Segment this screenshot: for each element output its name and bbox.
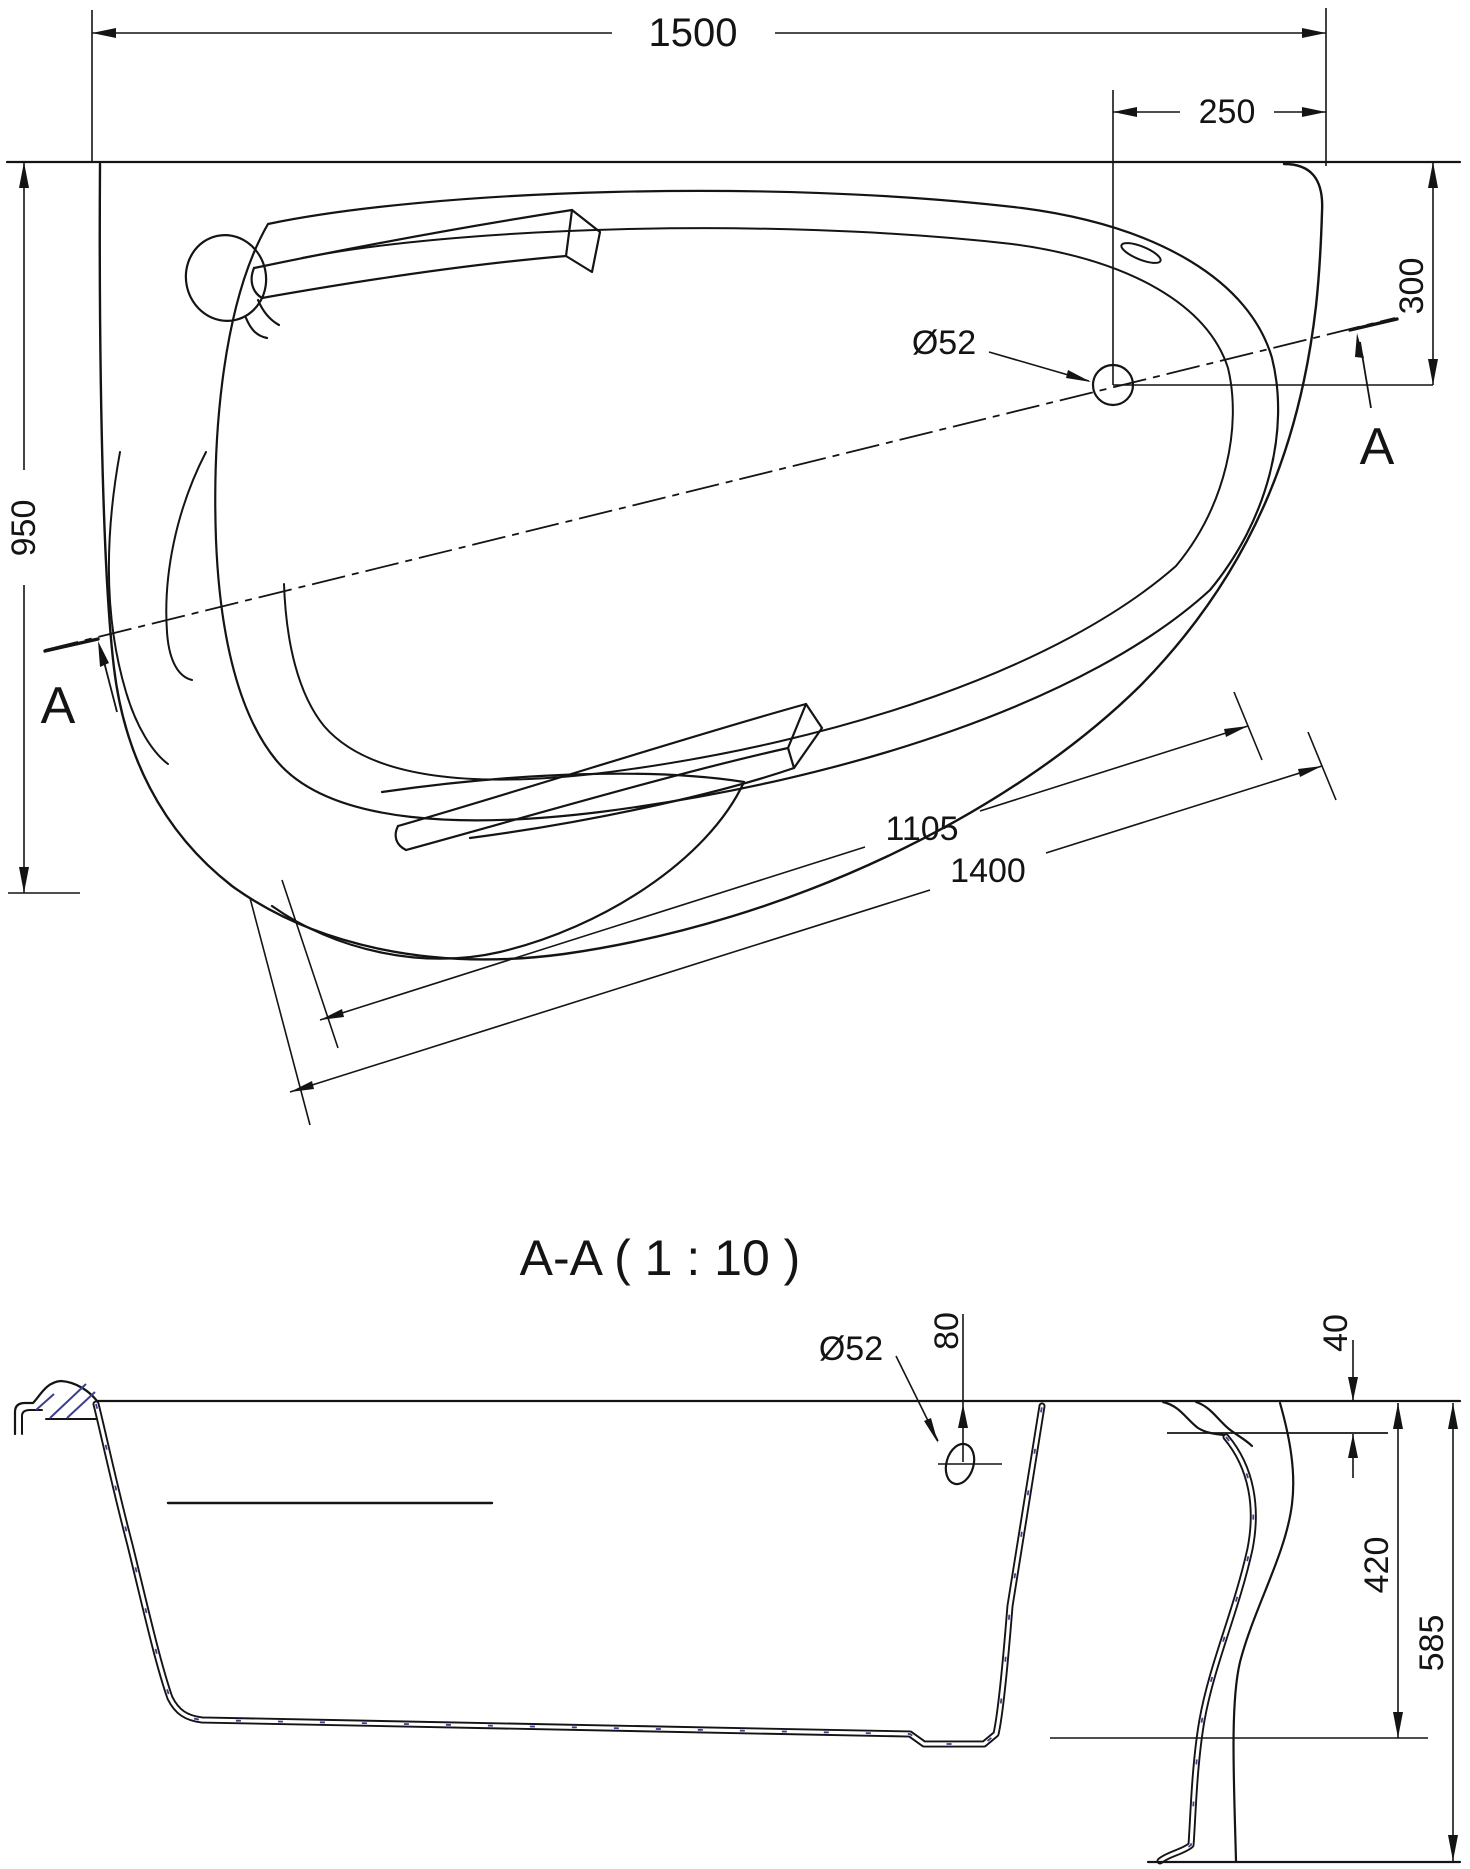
label-drain-section: Ø52	[819, 1330, 939, 1443]
dim-300-text: 300	[1393, 258, 1431, 315]
dim-950-text: 950	[5, 500, 43, 557]
section-cut-line	[44, 317, 1396, 651]
dim-80-arrow	[958, 1404, 968, 1428]
drain-diameter-text-plan: Ø52	[912, 324, 976, 362]
lip-hatch-lines	[35, 1383, 96, 1419]
upper-ledge-bottom-edge	[260, 254, 568, 300]
shell-wall-outer	[92, 1400, 1046, 1748]
plan-view: A A 1500 250 950 300	[5, 8, 1462, 1126]
section-letter-right: A	[1360, 418, 1395, 476]
dim-1400-text: 1400	[950, 852, 1026, 890]
dim-40: 40	[1317, 1314, 1358, 1478]
hand-shower-neck-right	[256, 298, 281, 327]
drain-hole-section	[944, 1442, 976, 1486]
dim-1105: 1105	[281, 691, 1263, 1049]
dim-1400-line	[289, 765, 1323, 1093]
dim-950-arrow-top	[19, 162, 29, 188]
dim-250-text: 250	[1199, 93, 1256, 131]
dim-1400-extension-left	[249, 897, 311, 1126]
section-cut-end-left	[43, 637, 100, 653]
dim-420-text: 420	[1358, 1537, 1396, 1594]
section-letter-left: A	[41, 677, 76, 735]
skirt-ticks	[1159, 1436, 1255, 1862]
dim-1500-arrow-right	[1302, 28, 1326, 38]
wall-lip-profile	[13, 1379, 99, 1436]
dim-585-arrow-bottom	[1448, 1835, 1458, 1861]
seat-fin-upper-edge	[380, 772, 746, 794]
headrest-arc-outer	[108, 451, 169, 765]
apron-silhouette	[1232, 1401, 1295, 1863]
dim-40-text: 40	[1317, 1314, 1355, 1352]
dim-1500-text: 1500	[649, 11, 738, 55]
lip-outer-contour	[13, 1379, 99, 1436]
upper-ledge-left-tip	[250, 266, 264, 300]
rim-step-inner	[1194, 1400, 1254, 1448]
dim-1500-arrow-left	[92, 28, 116, 38]
dim-300-arrow-bottom	[1428, 359, 1438, 385]
basin-inner-curve	[283, 227, 1234, 781]
section-arrow-left-head	[98, 641, 109, 667]
dim-250: 250	[1113, 93, 1326, 131]
dim-585: 585	[1413, 1403, 1458, 1861]
drain-diameter-text-section: Ø52	[819, 1330, 883, 1368]
overflow-slot	[1120, 242, 1162, 264]
seat-fin-lower-edge	[270, 780, 746, 960]
dim-300-arrow-top	[1428, 162, 1438, 188]
section-title: A-A ( 1 : 10 )	[520, 1230, 801, 1286]
dim-40-arrow-top	[1348, 1377, 1358, 1401]
dim-1105-line	[319, 725, 1249, 1021]
skirt-outer	[1156, 1433, 1257, 1865]
dim-1105-arrow-right	[1224, 726, 1248, 737]
drain-leader-arrow-plan	[1066, 370, 1091, 382]
upper-ledge-bar	[250, 208, 602, 300]
dim-1400: 1400	[249, 731, 1337, 1126]
lip-inner-contour	[21, 1409, 43, 1435]
dim-1105-text: 1105	[885, 810, 958, 848]
dim-950: 950	[5, 162, 43, 893]
lower-ledge-left-tip	[394, 824, 408, 852]
tub-inner-rim-outline	[214, 189, 1280, 822]
dim-1400-arrow-right	[1298, 766, 1322, 777]
lower-ledge-trail-edge	[468, 766, 796, 840]
upper-ledge-end-face	[564, 208, 602, 274]
tub-shell-section	[92, 1400, 1046, 1748]
lower-ledge-top-edge	[396, 702, 808, 828]
shell-wall-core	[94, 1402, 1044, 1746]
lower-ledge-bottom-edge	[404, 746, 790, 852]
hand-shower-neck-left	[244, 316, 269, 340]
dim-1500: 1500	[92, 11, 1326, 55]
dim-40-arrow-bottom	[1348, 1434, 1358, 1458]
tub-outer-outline	[98, 162, 1324, 961]
lower-ledge-bar	[394, 702, 824, 852]
dim-1400-extension-right	[1307, 731, 1337, 801]
upper-ledge-top-edge	[252, 208, 574, 270]
section-view: A-A ( 1 : 10 )	[13, 1230, 1462, 1865]
dim-250-arrow-left	[1113, 107, 1137, 117]
dim-585-arrow-top	[1448, 1403, 1458, 1429]
dim-1105-arrow-left	[320, 1009, 344, 1020]
dim-950-arrow-bottom	[19, 867, 29, 893]
hand-shower-head	[184, 234, 268, 322]
section-arrow-right-head	[1355, 333, 1364, 358]
dim-80: 80	[928, 1312, 968, 1462]
dim-420-arrow-top	[1393, 1403, 1403, 1429]
dim-250-arrow-right	[1302, 107, 1326, 117]
dim-80-text: 80	[928, 1312, 966, 1350]
dim-585-text: 585	[1413, 1615, 1451, 1672]
dim-420-arrow-bottom	[1393, 1712, 1403, 1738]
dim-420: 420	[1358, 1403, 1403, 1738]
label-drain-plan: Ø52	[912, 324, 1091, 382]
skirt-core	[1158, 1435, 1255, 1863]
dim-300: 300	[1393, 162, 1438, 385]
dim-1105-extension-right	[1233, 691, 1263, 761]
skirt-leg-section	[1156, 1433, 1257, 1865]
dim-1400-arrow-left	[290, 1081, 314, 1092]
section-cut-end-right	[1348, 317, 1399, 332]
rim-step-outer	[1161, 1400, 1226, 1437]
drain-hole	[1091, 363, 1135, 407]
shell-wall-ticks	[95, 1403, 1043, 1745]
headrest-arc-inner	[165, 451, 207, 681]
dim-1105-extension-left	[281, 879, 339, 1049]
drain-leader-arrow-section	[924, 1418, 938, 1443]
